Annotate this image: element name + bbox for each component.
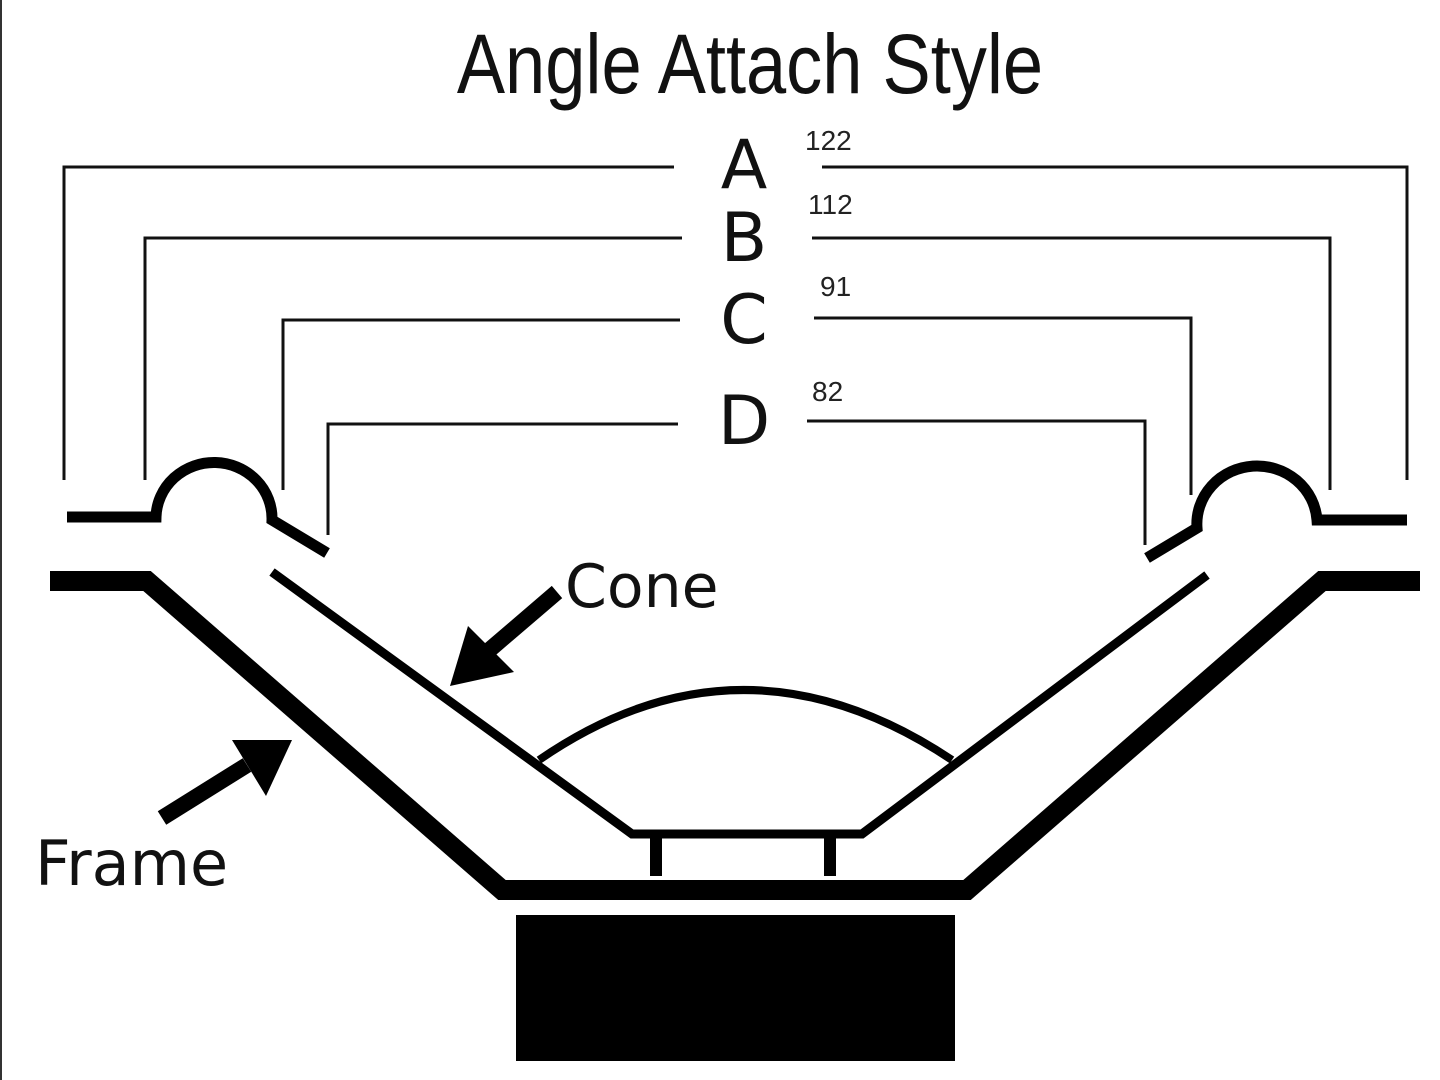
speaker-cone	[269, 568, 1210, 839]
surround-right	[1144, 460, 1407, 563]
dimension-value-d: 82	[812, 376, 843, 407]
dimension-line-c	[281, 316, 1193, 495]
dimension-letter-c: C	[720, 281, 767, 360]
dimension-letter-b: B	[721, 199, 768, 278]
dust-cap	[536, 686, 955, 764]
dimension-value-a: 122	[805, 125, 852, 156]
voice-coil-leg-right	[824, 838, 836, 876]
frame-arrow-icon	[157, 740, 292, 825]
surround-left	[67, 457, 330, 558]
speaker-frame	[50, 571, 1420, 900]
dimension-line-d	[326, 419, 1147, 545]
dimension-value-c: 91	[820, 271, 851, 302]
cone-arrow-icon	[450, 585, 563, 686]
voice-coil-leg-left	[650, 838, 662, 876]
dimension-line-a	[62, 165, 1409, 480]
dimension-value-b: 112	[808, 189, 853, 220]
frame-label: Frame	[35, 827, 228, 900]
dimension-line-b	[143, 236, 1332, 490]
dimension-letter-d: D	[718, 382, 770, 461]
magnet	[516, 915, 955, 1061]
dimension-letter-a: A	[721, 126, 768, 205]
cone-label: Cone	[565, 552, 719, 622]
diagram-title: Angle Attach Style	[457, 17, 1043, 111]
